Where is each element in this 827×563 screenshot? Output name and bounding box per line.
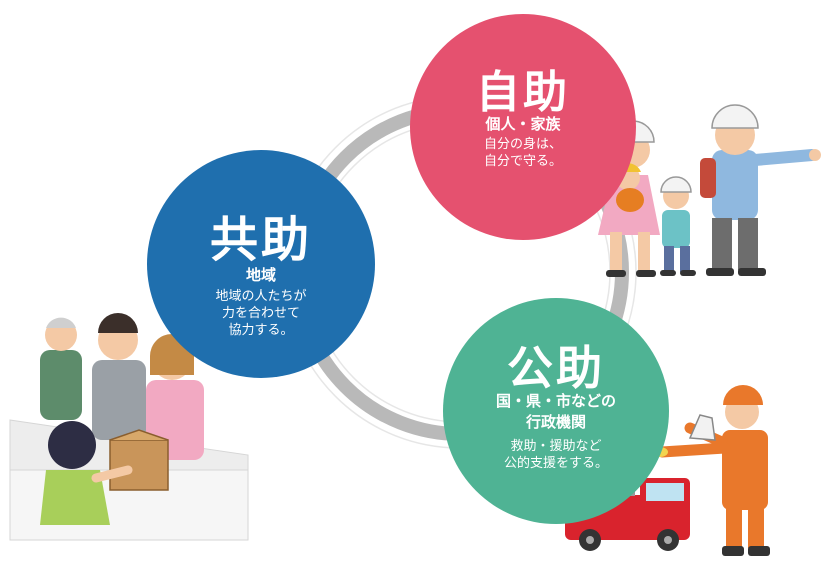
mutual-help-desc-line: 力を合わせて [221,306,300,321]
public-help-description: 救助・援助など 公的支援をする。 [443,438,669,472]
self-help-subtitle: 個人・家族 [485,115,561,133]
self-help-desc-line: 自分で守る。 [483,154,562,169]
self-help-desc-line: 自分の身は、 [483,137,562,152]
public-help-title: 公助 [507,341,605,395]
public-help-desc-line: 公的支援をする。 [503,456,608,471]
self-help-title: 自助 [476,67,570,118]
public-help-subtitle: 国・県・市などの 行政機関 [443,391,669,433]
mutual-help-circle: 共助 地域 地域の人たちが 力を合わせて 協力する。 [147,150,375,378]
neighbors-illustration [9,313,249,541]
self-help-description: 自分の身は、 自分で守る。 [410,136,636,170]
public-help-desc-line: 救助・援助など [510,439,602,454]
public-help-subtitle-line: 行政機関 [525,413,586,431]
mutual-help-desc-line: 地域の人たちが [215,289,307,304]
mutual-help-title: 共助 [209,212,312,268]
mutual-help-desc-line: 協力する。 [228,323,294,338]
mutual-help-description: 地域の人たちが 力を合わせて 協力する。 [147,288,375,339]
public-help-circle: 公助 国・県・市などの 行政機関 救助・援助など 公的支援をする。 [443,298,669,524]
mutual-help-subtitle: 地域 [245,266,276,284]
firefighter-illustration [652,385,770,556]
public-help-subtitle-line: 国・県・市などの [495,392,616,410]
self-help-circle: 自助 個人・家族 自分の身は、 自分で守る。 [410,14,636,240]
